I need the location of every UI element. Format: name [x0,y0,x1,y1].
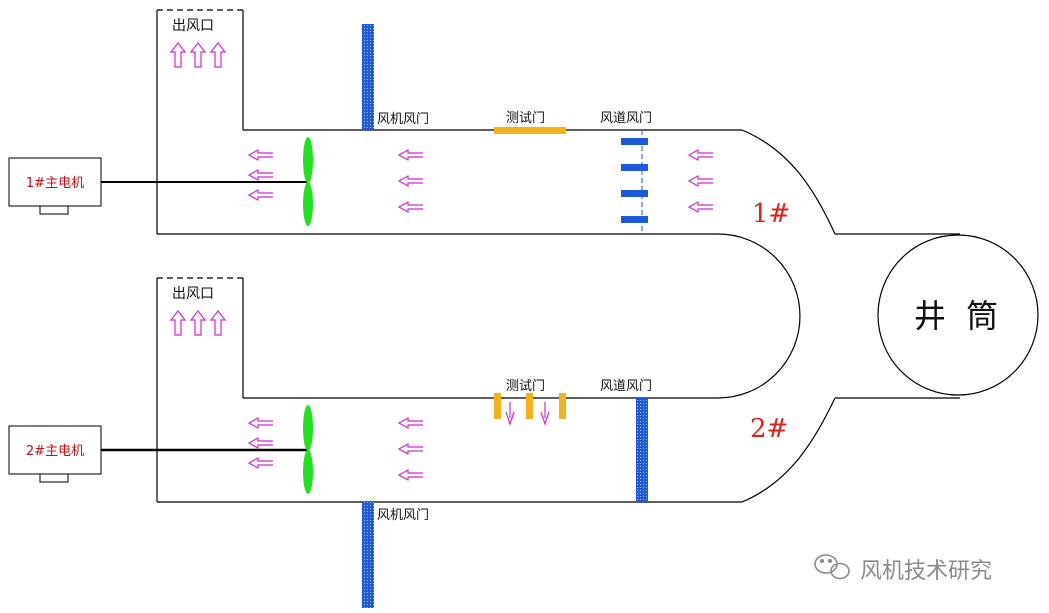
test-door-2-louvres [494,393,566,419]
fan-damper-2-label: 风机风门 [377,508,429,523]
test-door-1-bar [494,127,566,134]
duct-connecting-bend [717,233,801,399]
outlet-1-flow-arrow-icon [169,42,227,68]
duct-damper-2-label: 风道风门 [600,379,652,394]
duct-2-outline [156,277,960,503]
duct-damper-1-louvres [621,138,648,223]
fan-damper-2-bar [362,502,374,608]
motor-2 [8,425,102,483]
test-door-1-label: 测试门 [506,111,545,126]
duct-damper-2-bar [636,398,648,502]
fan-damper-1-bar [362,24,374,130]
test-door-2-flow-arrow-icon [505,402,550,426]
watermark-text: 风机技术研究 [860,559,992,584]
unit-1-label: 1# [752,199,790,229]
motor-1-label: 1#主电机 [26,176,84,191]
test-door-2-label: 测试门 [506,379,545,394]
duct-damper-1-label: 风道风门 [600,111,652,126]
outlet-2-flow-arrow-icon [169,310,227,336]
shaft-circle [877,234,1039,396]
duct-2-flow-arrow-icon [247,416,423,482]
fan-damper-1-label: 风机风门 [377,112,429,127]
motor-1 [8,157,102,215]
wechat-icon [814,554,850,580]
fan-1-blade-icon [303,137,313,226]
shaft-label: 井 筒 [914,297,998,335]
unit-2-label: 2# [750,414,788,444]
motor-2-label: 2#主电机 [26,444,84,459]
fan-2-blade-icon [303,405,313,494]
outlet-2-label: 出风口 [172,286,214,302]
duct-1-outline [156,9,960,235]
duct-1-flow-arrow-icon [247,148,713,214]
outlet-1-label: 出风口 [172,18,214,34]
